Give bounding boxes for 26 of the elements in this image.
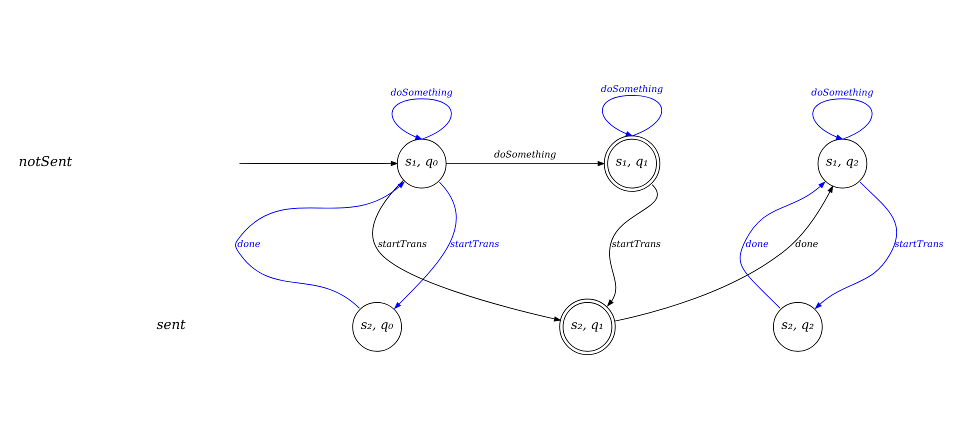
arrow bbox=[446, 160, 606, 166]
edge-label: doSomething bbox=[390, 86, 453, 98]
arrow bbox=[614, 184, 834, 322]
edge-label: startTrans bbox=[894, 238, 944, 250]
arrow bbox=[602, 94, 662, 136]
arrow bbox=[372, 179, 562, 321]
edge-label: done bbox=[795, 238, 818, 250]
edge-label: startTrans bbox=[450, 238, 500, 250]
arrow bbox=[394, 181, 456, 309]
label: sent bbox=[156, 318, 186, 333]
arrow bbox=[392, 98, 452, 140]
edge-label: doSomething bbox=[494, 149, 556, 160]
edge-label: done bbox=[237, 238, 260, 250]
edge-label: done bbox=[746, 238, 769, 250]
arrow bbox=[239, 160, 398, 166]
arrow bbox=[814, 181, 898, 309]
arrow bbox=[235, 180, 405, 308]
arrow bbox=[606, 184, 658, 306]
arrow bbox=[740, 180, 826, 308]
edge-label: doSomething bbox=[600, 83, 664, 94]
edge-label: startTrans bbox=[378, 238, 427, 250]
arrow bbox=[812, 98, 873, 140]
node-circle: s₁, q₁ bbox=[604, 134, 660, 192]
edge-label: doSomething bbox=[811, 86, 874, 98]
label: notSent bbox=[18, 154, 72, 170]
edge-label: startTrans bbox=[612, 238, 661, 250]
